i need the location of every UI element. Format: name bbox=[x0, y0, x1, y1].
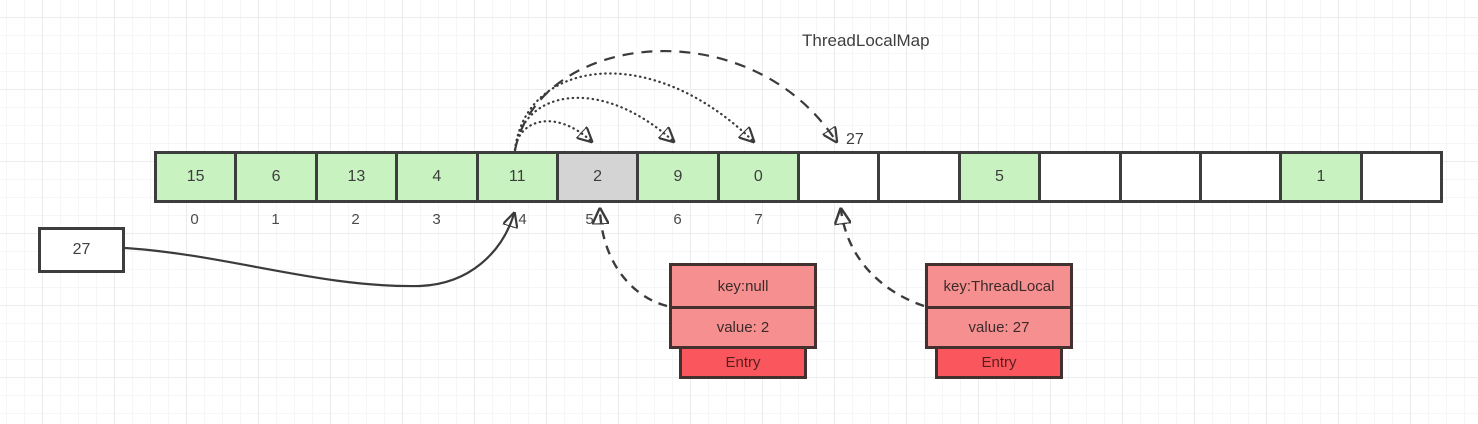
table-slot-1: 6 bbox=[234, 151, 318, 203]
stale-entry-key: key:null bbox=[672, 266, 814, 306]
index-label-3: 3 bbox=[432, 211, 441, 228]
probe-arc-slot5 bbox=[513, 120, 591, 152]
probe-arc-slot6 bbox=[513, 96, 673, 152]
table-slot-7: 0 bbox=[716, 151, 800, 203]
table-slot-15 bbox=[1359, 151, 1443, 203]
hash-table-array: 15 6 13 4 11 2 9 0 5 1 bbox=[154, 151, 1443, 203]
new-entry-card: key:ThreadLocal value: 27 bbox=[925, 263, 1073, 349]
probe-arc-slot7 bbox=[513, 72, 753, 152]
new-entry-label: Entry bbox=[935, 346, 1063, 379]
probe-arc-slot8 bbox=[513, 49, 836, 151]
index-label-4: 4 bbox=[518, 211, 527, 228]
index-label-6: 6 bbox=[673, 211, 682, 228]
table-slot-11 bbox=[1038, 151, 1122, 203]
index-label-2: 2 bbox=[351, 211, 360, 228]
new-entry-value: value: 27 bbox=[928, 306, 1070, 346]
table-slot-8 bbox=[797, 151, 881, 203]
table-slot-4: 11 bbox=[475, 151, 559, 203]
table-slot-6: 9 bbox=[636, 151, 720, 203]
diagram-title: ThreadLocalMap bbox=[802, 31, 930, 50]
table-slot-9 bbox=[877, 151, 961, 203]
index-label-7: 7 bbox=[754, 211, 763, 228]
index-label-5: 5 bbox=[585, 211, 594, 228]
table-slot-13 bbox=[1198, 151, 1283, 203]
index-label-0: 0 bbox=[190, 211, 199, 228]
stale-entry-value: value: 2 bbox=[672, 306, 814, 346]
stale-entry: key:null value: 2 Entry bbox=[669, 263, 817, 379]
table-slot-3: 4 bbox=[395, 151, 479, 203]
stale-entry-label: Entry bbox=[679, 346, 807, 379]
table-slot-5: 2 bbox=[555, 151, 640, 203]
incoming-value-box: 27 bbox=[38, 227, 125, 273]
table-slot-2: 13 bbox=[314, 151, 399, 203]
index-label-1: 1 bbox=[271, 211, 280, 228]
table-slot-12 bbox=[1118, 151, 1202, 203]
stale-entry-card: key:null value: 2 bbox=[669, 263, 817, 349]
table-slot-10: 5 bbox=[957, 151, 1042, 203]
probe-result-label: 27 bbox=[846, 131, 864, 148]
new-entry-pointer bbox=[841, 210, 925, 308]
table-slot-14: 1 bbox=[1279, 151, 1363, 203]
table-slot-0: 15 bbox=[154, 151, 238, 203]
new-entry-key: key:ThreadLocal bbox=[928, 266, 1070, 306]
new-entry: key:ThreadLocal value: 27 Entry bbox=[925, 263, 1073, 379]
